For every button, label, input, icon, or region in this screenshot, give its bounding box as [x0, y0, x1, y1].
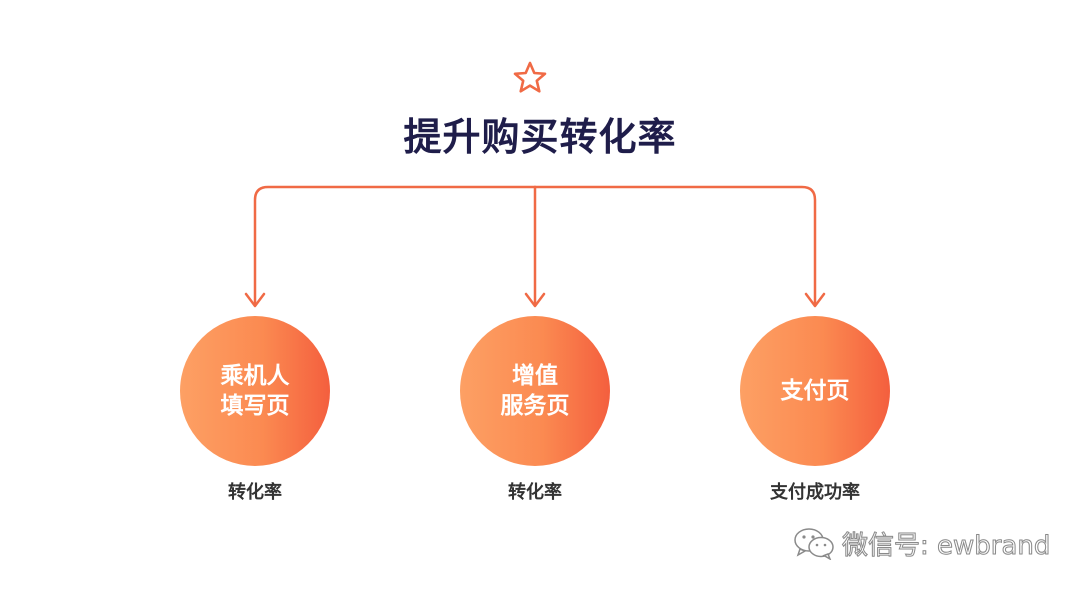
arrow-head-right [804, 292, 826, 308]
node-payment-page: 支付页 [740, 316, 890, 466]
star-icon [513, 61, 547, 93]
branch-line-left [253, 185, 537, 307]
node-label: 乘机人 填写页 [220, 363, 290, 419]
page-title: 提升购买转化率 [403, 115, 677, 159]
node-label: 支付页 [780, 378, 850, 404]
arrow-head-left [244, 292, 266, 308]
watermark-text: 微信号: ewbrand [841, 530, 1051, 561]
watermark: 微信号: ewbrand [792, 526, 1051, 561]
node-value-added-service-page: 增值 服务页 [460, 316, 610, 466]
node-caption: 转化率 [508, 482, 562, 503]
node-passenger-form-page: 乘机人 填写页 [180, 316, 330, 466]
wechat-icon [794, 528, 834, 560]
branch-line-right [533, 185, 817, 307]
node-caption: 支付成功率 [770, 482, 860, 503]
node-label: 增值 服务页 [500, 363, 570, 419]
arrow-head-center [524, 292, 546, 308]
node-caption: 转化率 [228, 482, 282, 503]
